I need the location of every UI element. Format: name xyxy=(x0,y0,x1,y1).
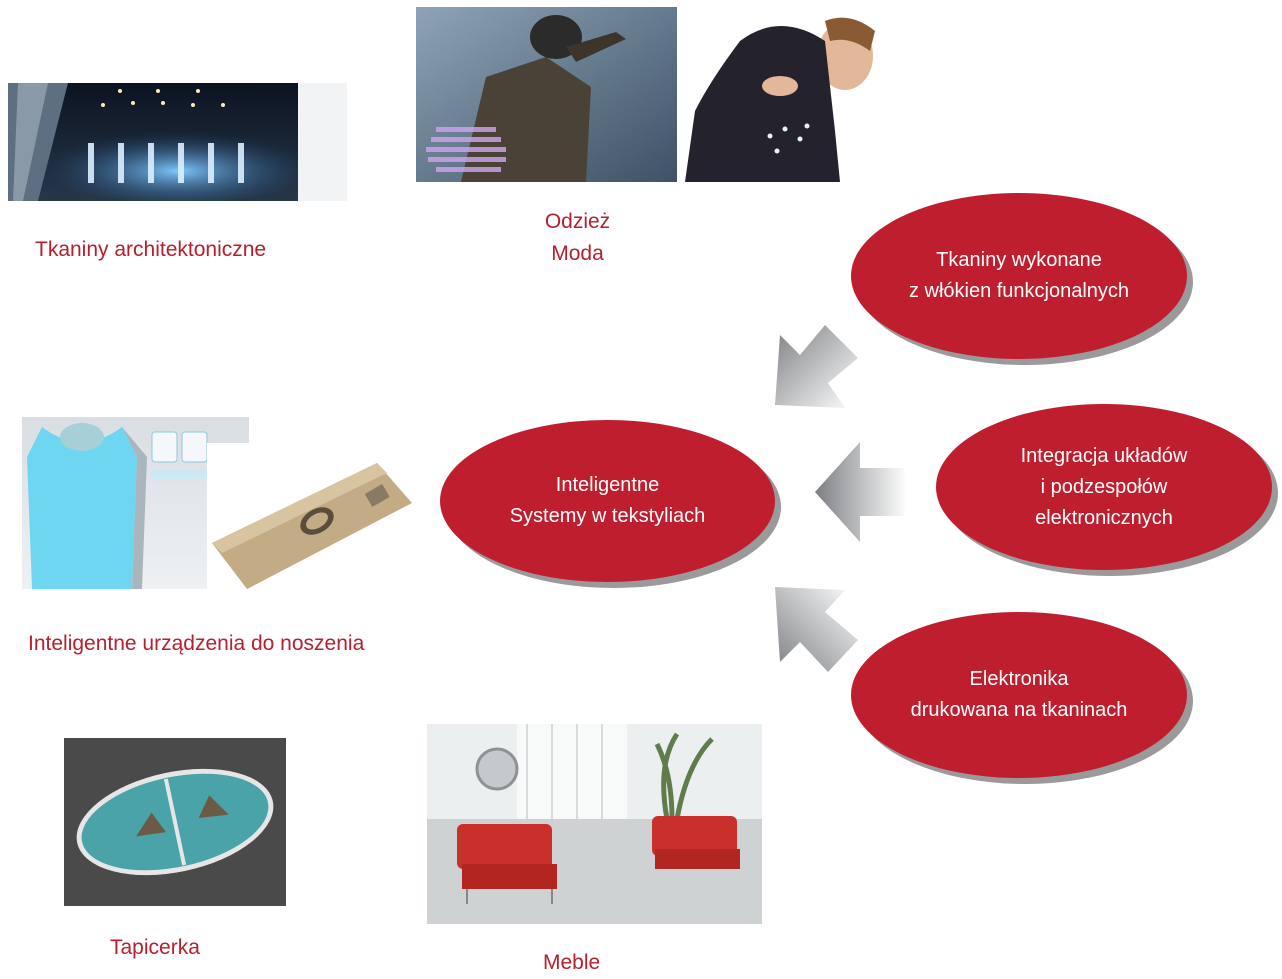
textile-upholstery-photo xyxy=(64,738,286,906)
printed-electronics-line2: drukowana na tkaninach xyxy=(910,699,1128,721)
printed-electronics-line1: Elektronika xyxy=(969,668,1069,690)
central-ellipse-line2: Systemy w tekstyliach xyxy=(509,505,706,527)
electronics-integration-line2: i podzespołów xyxy=(1040,475,1168,498)
clothing-caption: Odzież Moda xyxy=(520,206,635,270)
furniture-caption: Meble xyxy=(543,951,601,974)
functional-fibres-line1: Tkaniny wykonane xyxy=(936,249,1102,271)
clothing-caption-line2: Moda xyxy=(551,242,604,265)
arrow-icon-middle xyxy=(815,442,907,542)
printed-electronics-ellipse: Elektronika drukowana na tkaninach xyxy=(851,612,1187,778)
upholstery-caption: Tapicerka xyxy=(110,936,200,959)
wrist-band-photo xyxy=(207,443,414,589)
led-jacket-photo xyxy=(416,7,677,182)
electronics-integration-line3: elektronicznych xyxy=(1035,506,1173,529)
architectural-fabric-photo xyxy=(8,83,347,201)
woman-hoodie-photo xyxy=(685,11,881,182)
electronics-integration-ellipse: Integracja układów i podzespołów elektro… xyxy=(936,404,1272,570)
central-ellipse: Inteligentne Systemy w tekstyliach xyxy=(440,420,775,582)
functional-fibres-ellipse: Tkaniny wykonane z włókien funkcjonalnyc… xyxy=(851,193,1187,359)
electronics-integration-line1: Integracja układów xyxy=(1020,444,1188,467)
red-armchairs-photo xyxy=(427,724,762,924)
central-ellipse-line1: Inteligentne xyxy=(555,474,660,496)
functional-fibres-line2: z włókien funkcjonalnych xyxy=(908,280,1130,302)
arrow-icon-lower xyxy=(775,587,858,672)
wearables-caption: Inteligentne urządzenia do noszenia xyxy=(28,632,365,655)
architectural-fabrics-caption: Tkaniny architektoniczne xyxy=(35,238,267,261)
clothing-caption-line1: Odzież xyxy=(544,210,611,233)
arrow-icon-upper xyxy=(775,325,858,408)
